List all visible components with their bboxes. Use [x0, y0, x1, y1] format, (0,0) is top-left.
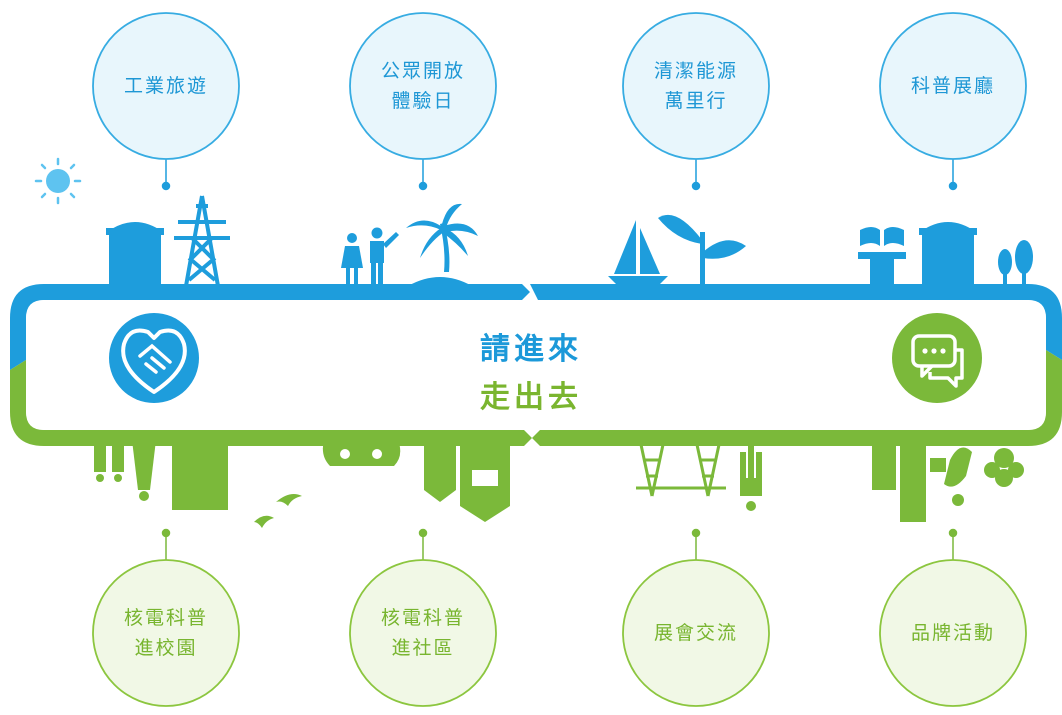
- chat-bubbles-icon: [892, 313, 982, 403]
- bottom-connectors: [161, 528, 958, 570]
- circle-science-school[interactable]: [92, 559, 240, 707]
- circle-exhibition[interactable]: [622, 559, 770, 707]
- transmission-tower-icon: [174, 195, 230, 287]
- reactor-building-icon: [106, 222, 164, 286]
- people-icon: [341, 227, 399, 284]
- label-line: 公眾開放: [380, 60, 465, 82]
- science-hall-icon: [919, 222, 977, 286]
- label-line: 工業旅遊: [123, 75, 208, 97]
- sun-icon: [34, 157, 82, 205]
- label-line: 核電科普: [380, 607, 465, 629]
- circle-science-hall[interactable]: [879, 12, 1027, 160]
- school-buildings-icon: [94, 440, 228, 510]
- label-line: 科普展廳: [910, 75, 995, 97]
- book-stand-icon: [858, 227, 906, 286]
- bottom-circles: [92, 559, 1027, 707]
- top-illustrations: [106, 195, 1033, 287]
- community-buildings-icon: [424, 440, 510, 522]
- bottom-label-exhibition[interactable]: 展會交流: [626, 563, 766, 703]
- label-line: 展會交流: [653, 622, 738, 644]
- top-label-industrial-tourism[interactable]: 工業旅遊: [96, 16, 236, 156]
- circle-clean-energy-tour[interactable]: [622, 12, 770, 160]
- label-line: 萬里行: [664, 90, 728, 112]
- blue-ring-segment: [10, 284, 530, 370]
- hand-icon: [740, 446, 762, 511]
- brand-buildings-icon: [872, 440, 972, 522]
- bottom-label-science-school[interactable]: 核電科普 進校園: [96, 563, 236, 703]
- palm-island-icon: [406, 203, 478, 286]
- circle-industrial-tourism[interactable]: [92, 12, 240, 160]
- label-line: 品牌活動: [910, 622, 995, 644]
- top-label-clean-energy-tour[interactable]: 清潔能源 萬里行: [626, 16, 766, 156]
- slogan-line-2: 走出去: [480, 380, 582, 415]
- top-circles: [92, 12, 1027, 160]
- blue-ring-segment-right: [530, 284, 1062, 360]
- bottom-label-brand-events[interactable]: 品牌活動: [883, 563, 1023, 703]
- sailboat-icon: [608, 220, 668, 286]
- birds-icon: [254, 494, 302, 528]
- circle-brand-events[interactable]: [879, 559, 1027, 707]
- bottom-illustrations: [94, 439, 1024, 528]
- sprout-icon: [658, 214, 746, 286]
- label-line: 清潔能源: [653, 60, 738, 82]
- exhibition-towers-icon: [636, 439, 726, 497]
- car-icon: [322, 440, 401, 466]
- green-ring-segment: [10, 360, 532, 446]
- top-label-science-hall[interactable]: 科普展廳: [883, 16, 1023, 156]
- label-line: 體驗日: [391, 90, 455, 112]
- bush-icon: [984, 448, 1024, 487]
- heart-handshake-icon: [109, 313, 199, 403]
- top-connectors: [161, 150, 958, 191]
- trees-icon: [998, 240, 1033, 286]
- label-line: 進社區: [391, 637, 455, 659]
- top-label-public-open-day[interactable]: 公眾開放 體驗日: [353, 16, 493, 156]
- label-line: 進校園: [134, 637, 198, 659]
- circle-public-open-day[interactable]: [349, 12, 497, 160]
- central-band: [10, 284, 1062, 446]
- slogan-line-1: 請進來: [480, 332, 582, 367]
- label-line: 核電科普: [123, 607, 208, 629]
- circle-science-community[interactable]: [349, 559, 497, 707]
- green-ring-segment-right: [532, 350, 1062, 446]
- bottom-label-science-community[interactable]: 核電科普 進社區: [353, 563, 493, 703]
